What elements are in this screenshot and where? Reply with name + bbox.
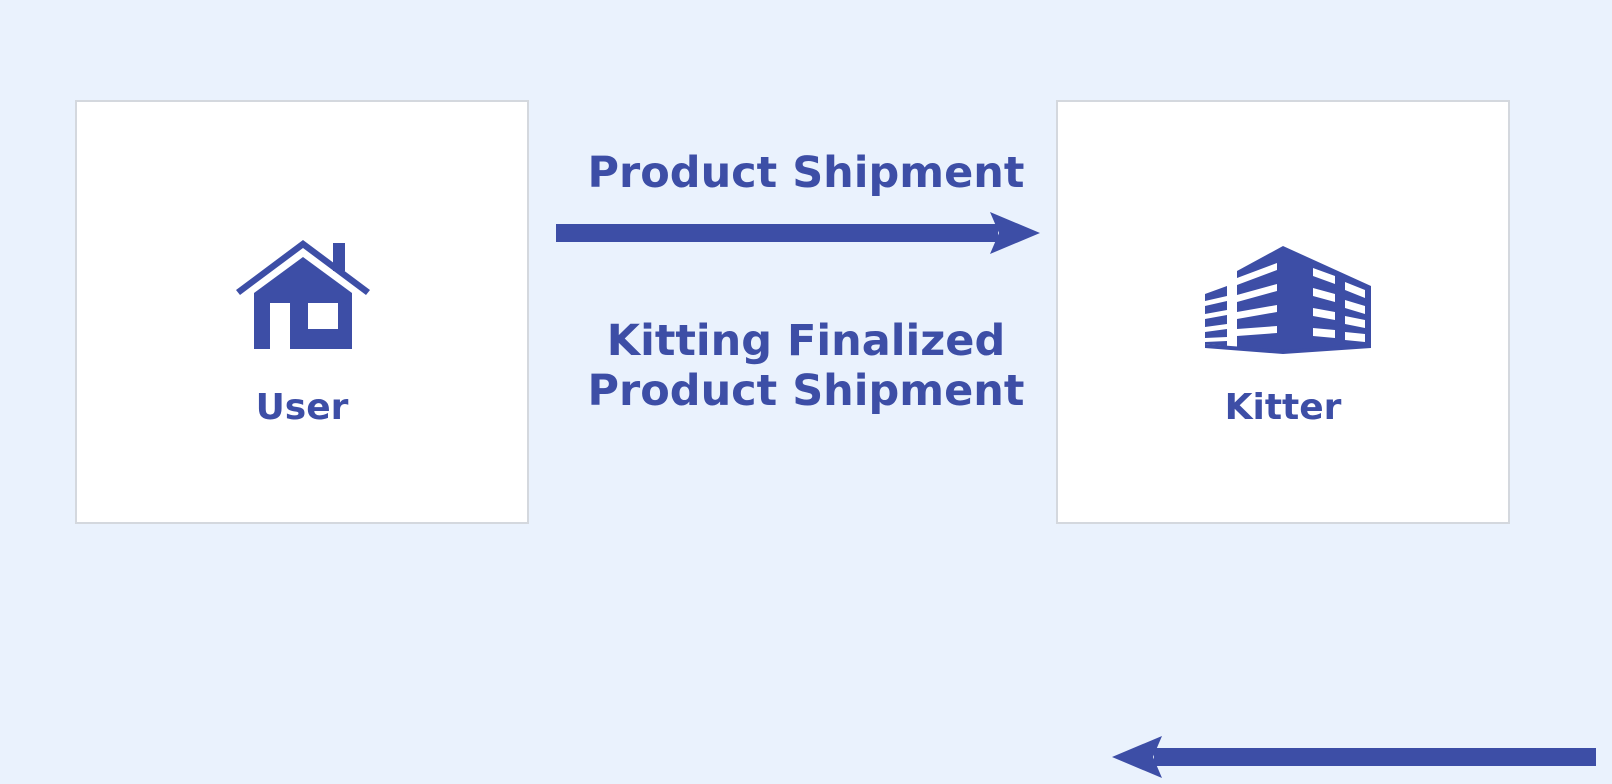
house-icon <box>236 240 370 349</box>
flow-label-line2: Product Shipment <box>587 366 1025 416</box>
kitter-box: Kitter <box>1056 100 1510 524</box>
kitter-label: Kitter <box>1224 387 1342 428</box>
user-label: User <box>255 387 349 428</box>
flow-label-line1: Kitting Finalized <box>606 316 1006 366</box>
flow-label-kitting-finalized: Kitting Finalized Product Shipment const… <box>556 316 1596 778</box>
user-box: User <box>75 100 529 524</box>
arrow-right-icon <box>556 212 1040 254</box>
flow-label-product-shipment: Product Shipment <box>587 148 1025 198</box>
arrow-left-icon <box>1112 736 1596 778</box>
building-icon <box>1205 246 1371 354</box>
